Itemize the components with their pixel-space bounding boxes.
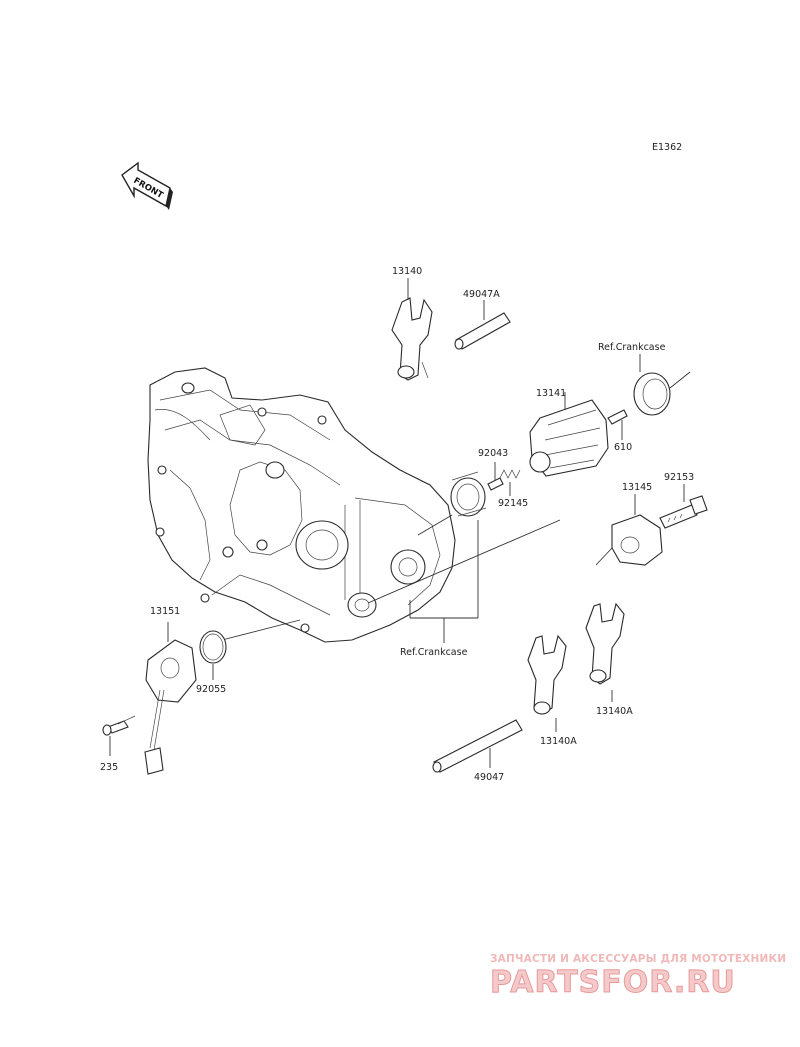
label-92153: 92153 — [664, 472, 694, 483]
label-49047: 49047 — [474, 772, 504, 783]
shift-fork-13140A-right — [585, 602, 625, 685]
shaft-49047 — [432, 719, 523, 773]
watermark: ЗАПЧАСТИ И АКСЕССУАРЫ ДЛЯ МОТОТЕХНИКИ PA… — [490, 953, 787, 1001]
label-49047A: 49047A — [463, 289, 500, 300]
label-ref-crankcase-bottom: Ref.Crankcase — [400, 647, 468, 658]
bearing-ring-right — [633, 371, 691, 416]
diagram-code: E1362 — [652, 142, 682, 153]
label-92145: 92145 — [498, 498, 528, 509]
label-235: 235 — [100, 762, 118, 773]
label-92043: 92043 — [478, 448, 508, 459]
bolt-92153 — [659, 495, 708, 529]
label-13140: 13140 — [392, 266, 422, 277]
label-13145: 13145 — [622, 482, 652, 493]
o-ring-92055 — [199, 630, 227, 664]
label-ref-crankcase-top: Ref.Crankcase — [598, 342, 666, 353]
watermark-tagline: ЗАПЧАСТИ И АКСЕССУАРЫ ДЛЯ МОТОТЕХНИКИ — [490, 953, 786, 965]
shaft-49047A — [454, 312, 511, 350]
front-arrow-icon: FRONT — [121, 161, 173, 210]
shift-cam-13145 — [595, 514, 663, 566]
shift-drum-13141 — [529, 399, 609, 477]
screw-235 — [102, 715, 136, 736]
label-13140A-left: 13140A — [540, 736, 577, 747]
label-13141: 13141 — [536, 388, 566, 399]
label-13140A-right: 13140A — [596, 706, 633, 717]
shift-fork-13140 — [391, 297, 433, 381]
shift-fork-13140A-left — [527, 634, 567, 715]
pin-92043 — [487, 477, 504, 491]
label-13151: 13151 — [150, 606, 180, 617]
watermark-brand-logo: PARTSFOR.RU — [490, 965, 736, 1000]
spring-92145 — [499, 469, 521, 479]
label-92055: 92055 — [196, 684, 226, 695]
pin-610 — [607, 409, 628, 425]
crankcase-housing — [147, 367, 456, 643]
neutral-switch-13151 — [144, 639, 197, 775]
label-610: 610 — [614, 442, 632, 453]
needle-bearing — [450, 471, 487, 517]
